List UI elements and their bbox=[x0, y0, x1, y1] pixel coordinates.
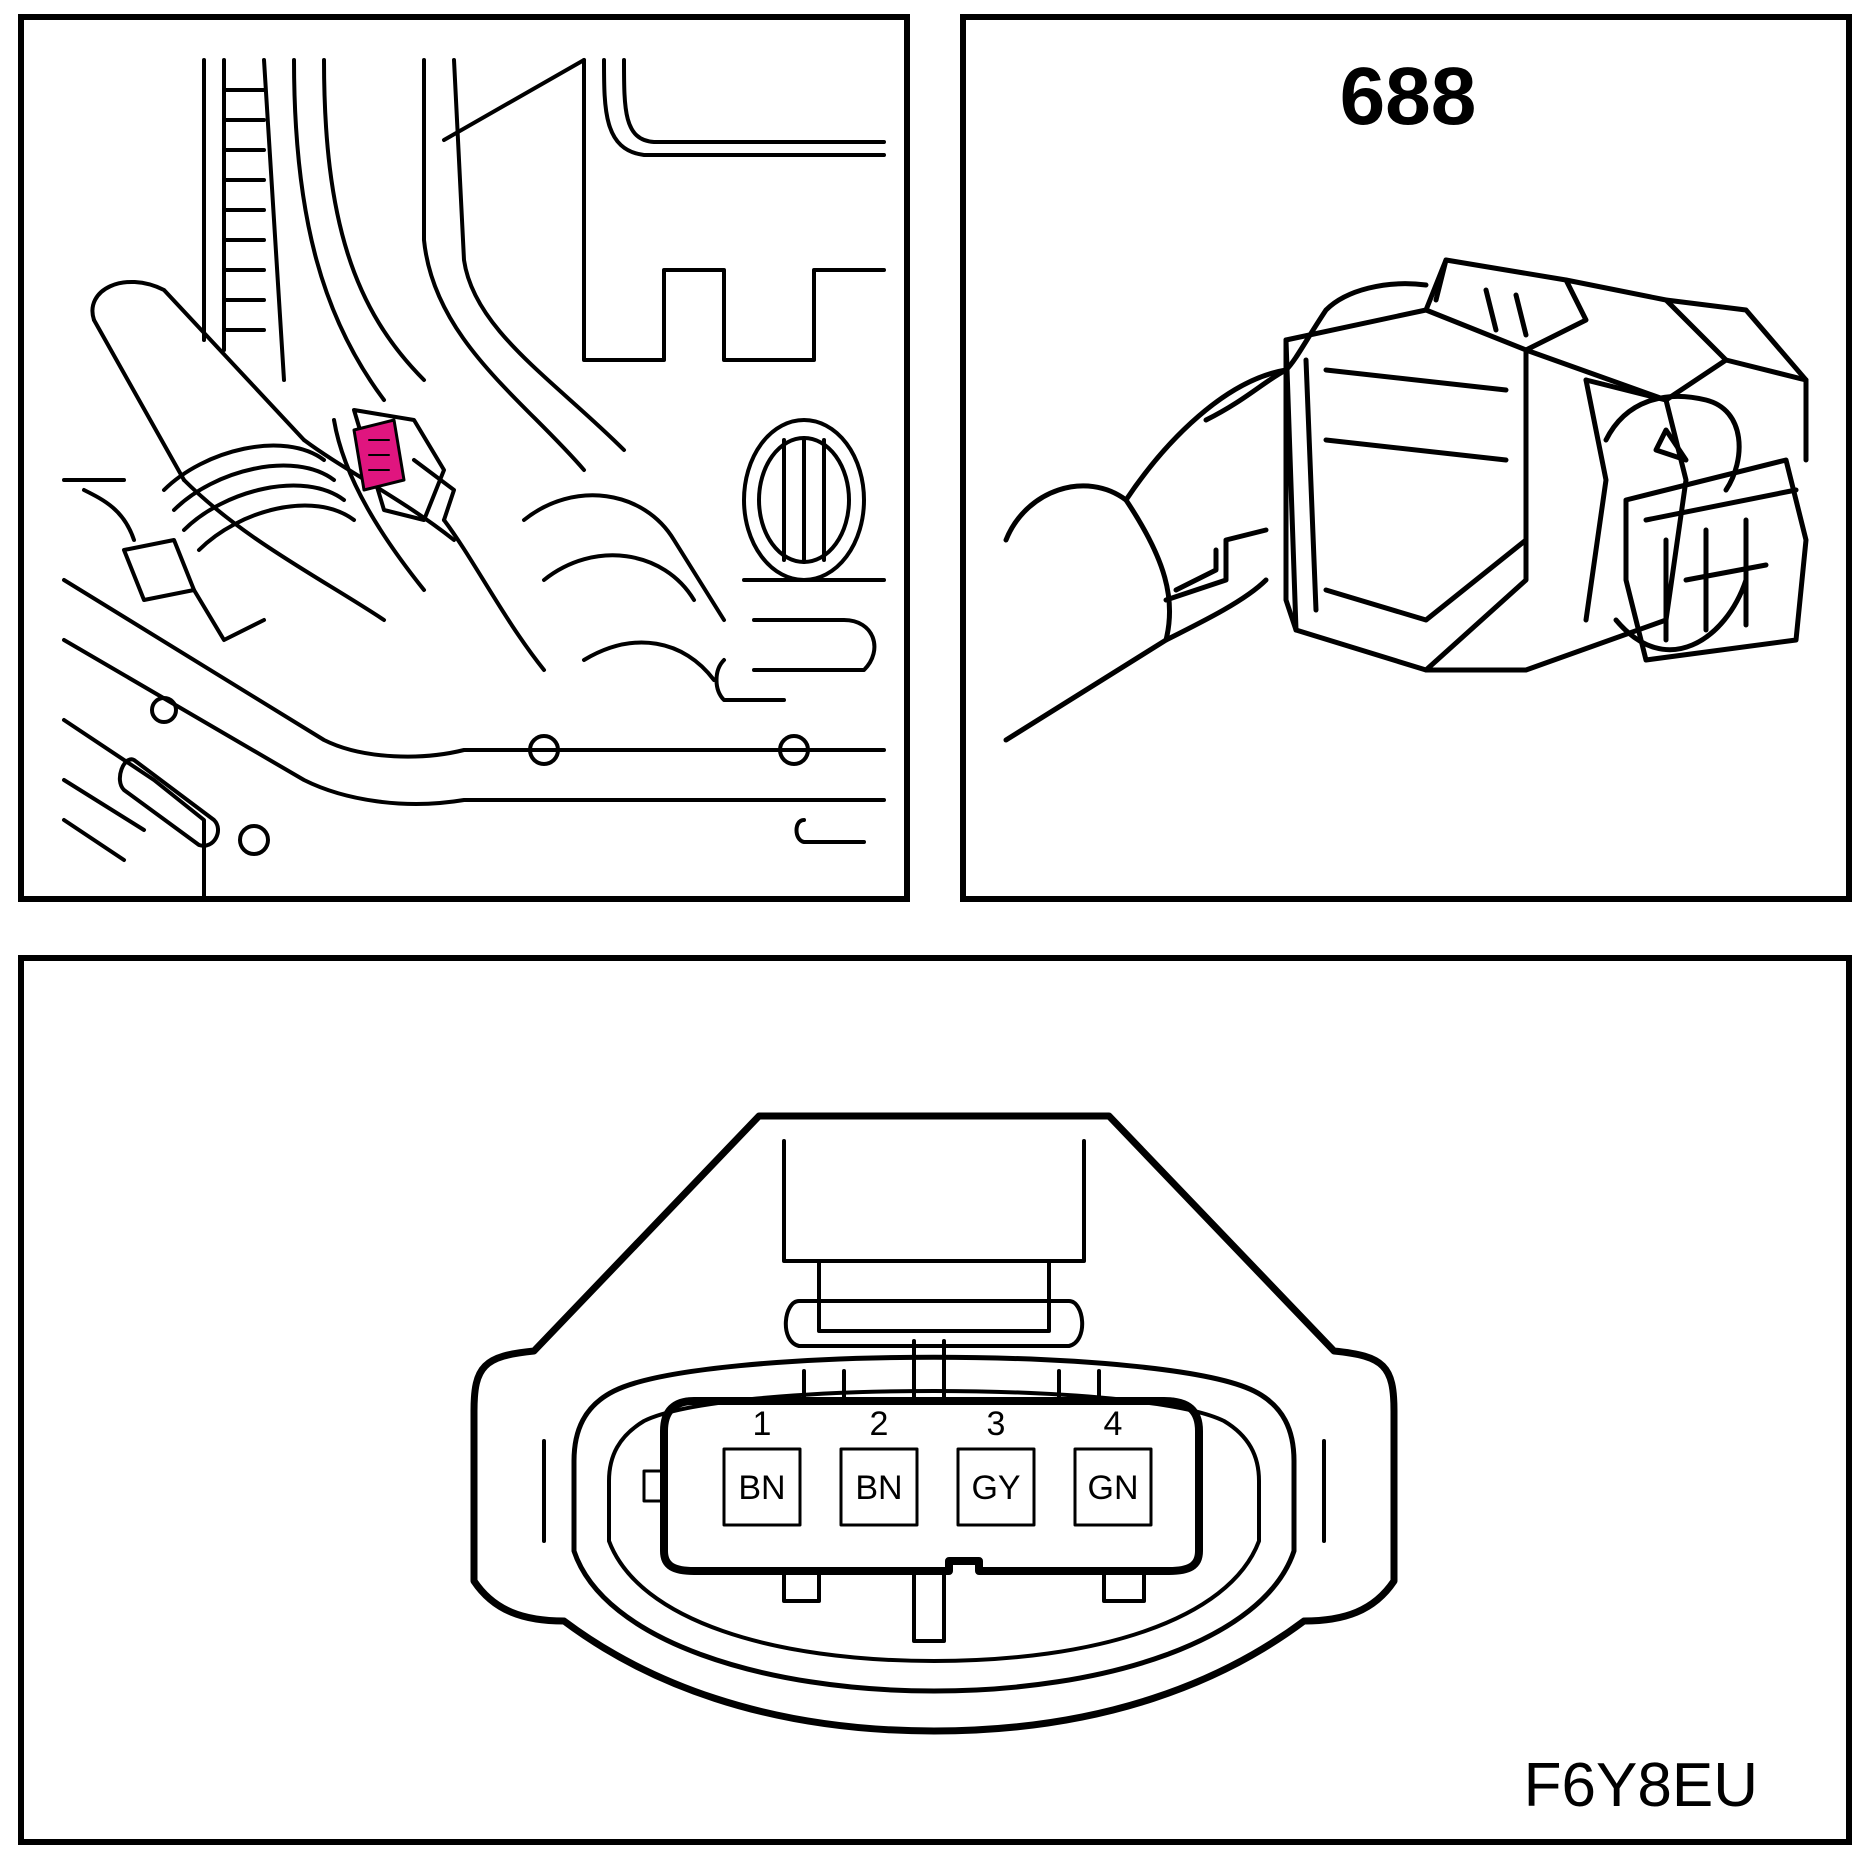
connector-number: 688 bbox=[1339, 51, 1477, 142]
pin-wire-color-2: BN bbox=[855, 1469, 902, 1507]
pin-group: 1BN 2BN 3GY 4GN bbox=[722, 1405, 1153, 1527]
pin-wire-color-4: GN bbox=[1088, 1469, 1139, 1507]
location-panel bbox=[18, 14, 910, 902]
connector-illustration bbox=[1003, 257, 1809, 743]
pin-number-3: 3 bbox=[987, 1405, 1006, 1443]
connector-view-panel: 688 bbox=[960, 14, 1852, 902]
pin-cavity-4 bbox=[1073, 1447, 1153, 1527]
pin-number-2: 2 bbox=[870, 1405, 889, 1443]
pin-wire-color-1: BN bbox=[738, 1469, 785, 1507]
pin-cavity-1 bbox=[722, 1447, 802, 1527]
pin-wire-color-3: GY bbox=[971, 1469, 1020, 1507]
pin-number-1: 1 bbox=[753, 1405, 772, 1443]
pin-cavity-2 bbox=[839, 1447, 919, 1527]
document-code: F6Y8EU bbox=[1523, 1751, 1758, 1820]
connector-face-diagram: 1BN 2BN 3GY 4GN bbox=[470, 1112, 1398, 1735]
engine-bay-illustration bbox=[62, 58, 886, 896]
pin-number-4: 4 bbox=[1104, 1405, 1123, 1443]
pin-cavity-3 bbox=[956, 1447, 1036, 1527]
